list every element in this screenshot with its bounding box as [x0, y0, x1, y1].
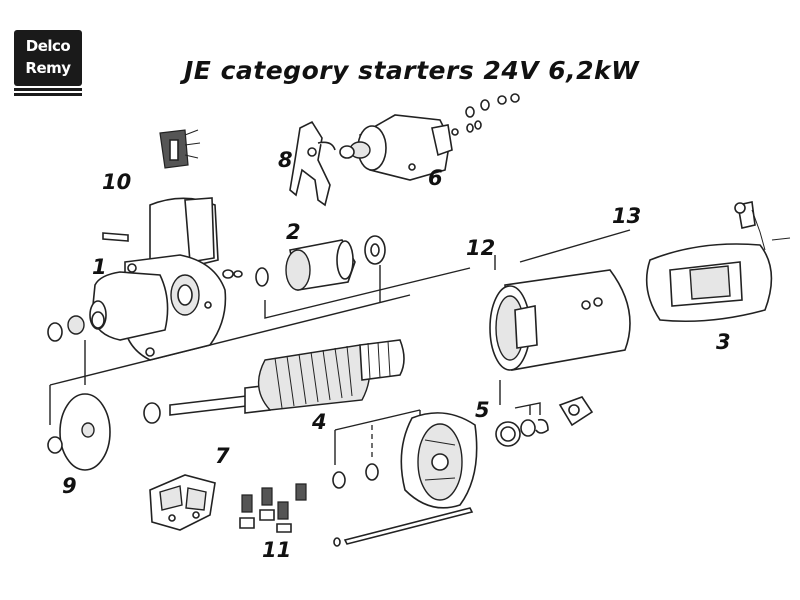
brushes [239, 483, 307, 533]
part-label-2: 2 [286, 220, 301, 244]
part-label-5: 5 [475, 398, 490, 422]
part-label-7: 7 [215, 444, 230, 468]
armature [143, 339, 405, 424]
diagram-title: JE category starters 24V 6,2kW [184, 56, 640, 85]
through-bolt [333, 507, 474, 547]
pinion-drive [255, 235, 386, 291]
logo-box: Delco Remy [14, 30, 82, 86]
logo-stripe [14, 93, 82, 96]
commutator-end-frame [400, 396, 594, 509]
drive-end-housing [89, 197, 243, 361]
logo-line-2: Remy [25, 59, 71, 77]
part-label-8: 8 [278, 148, 293, 172]
leader-line [514, 402, 541, 415]
leader-lines [49, 229, 631, 465]
part-label-10: 10 [102, 170, 132, 194]
solenoid [339, 93, 520, 181]
brush-holder [149, 474, 216, 531]
field-coil [645, 201, 791, 323]
part-label-3: 3 [716, 330, 731, 354]
left-washers [47, 311, 105, 342]
shift-lever [289, 120, 336, 207]
part-label-13: 13 [612, 204, 642, 228]
leader-line [334, 409, 421, 431]
yoke-housing [489, 269, 631, 371]
part-label-6: 6 [428, 166, 443, 190]
leader-line [264, 267, 471, 319]
part-label-4: 4 [312, 410, 327, 434]
logo-line-1: Delco [25, 37, 71, 55]
end-cap [47, 393, 379, 489]
logo-stripe [14, 88, 82, 91]
part-label-9: 9 [62, 474, 77, 498]
leader-line [519, 229, 631, 263]
delco-remy-logo: Delco Remy [14, 30, 82, 100]
leader-line [49, 294, 411, 386]
part-label-12: 12 [466, 236, 496, 260]
part-label-11: 11 [262, 538, 292, 562]
part-label-1: 1 [92, 255, 107, 279]
terminal-relay [159, 129, 201, 169]
